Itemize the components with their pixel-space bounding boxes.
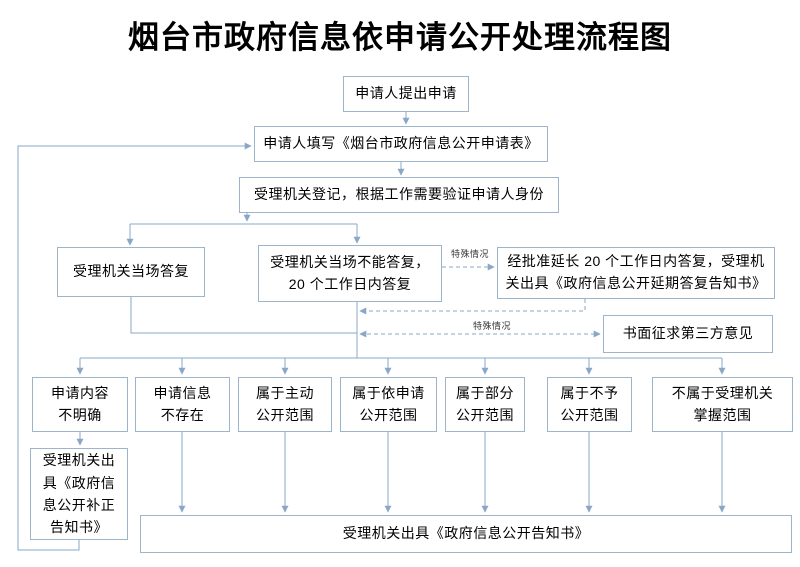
node-line: 申请内容	[51, 384, 109, 401]
node-line: 属于依申请	[352, 384, 425, 401]
node-fill-application-form: 申请人填写《烟台市政府信息公开申请表》	[254, 126, 548, 162]
node-line: 受理机关当场不能答复，	[270, 253, 430, 270]
node-line: 具《政府信	[42, 474, 116, 491]
node-category-proactive-disclosure: 属于主动 公开范围	[238, 377, 332, 432]
node-line: 公开范围	[256, 406, 314, 423]
node-line: 受理机关出	[42, 452, 116, 469]
node-submit-application: 申请人提出申请	[343, 76, 469, 112]
page-title: 烟台市政府信息依申请公开处理流程图	[128, 20, 672, 55]
edge-onsite-merge	[130, 297, 357, 334]
node-line: 公开范围	[456, 406, 514, 423]
node-line: 属于不予	[560, 384, 619, 401]
node-onsite-reply: 受理机关当场答复	[57, 247, 205, 297]
node-category-disclosure-on-request: 属于依申请 公开范围	[340, 377, 437, 432]
node-line: 申请信息	[153, 384, 212, 401]
node-extended-reply-notice: 经批准延长 20 个工作日内答复，受理机 关出具《政府信息公开延期答复告知书》	[497, 247, 775, 299]
node-line: 不明确	[58, 406, 102, 423]
node-line: 属于部分	[456, 384, 514, 401]
node-disclosure-notice: 受理机关出具《政府信息公开告知书》	[140, 515, 792, 553]
node-line: 公开范围	[560, 406, 619, 423]
node-reply-within-20-days: 受理机关当场不能答复， 20 个工作日内答复	[258, 245, 442, 302]
node-line: 经批准延长 20 个工作日内答复，受理机	[507, 253, 765, 270]
special-case-label-extend: 特殊情况	[444, 250, 496, 259]
node-category-partial-disclosure: 属于部分 公开范围	[445, 377, 525, 432]
node-category-not-held-by-agency: 不属于受理机关 掌握范围	[652, 377, 793, 432]
special-case-label-third-party: 特殊情况	[466, 322, 518, 331]
node-category-non-disclosure: 属于不予 公开范围	[547, 377, 632, 432]
node-line: 20 个工作日内答复	[288, 275, 412, 292]
node-category-info-not-exist: 申请信息 不存在	[135, 377, 230, 432]
node-line: 息公开补正	[42, 497, 116, 513]
node-correction-notice: 受理机关出 具《政府信 息公开补正 告知书》	[30, 448, 128, 540]
node-line: 属于主动	[256, 384, 314, 401]
node-register-verify-identity: 受理机关登记，根据工作需要验证申请人身份	[239, 177, 559, 213]
node-line: 掌握范围	[693, 406, 752, 423]
node-line: 公开范围	[359, 406, 418, 423]
node-line: 不存在	[160, 406, 205, 423]
node-line: 不属于受理机关	[671, 384, 774, 401]
node-seek-third-party-opinion: 书面征求第三方意见	[603, 315, 773, 353]
node-line: 关出具《政府信息公开延期答复告知书》	[505, 275, 767, 291]
node-category-unclear-content: 申请内容 不明确	[32, 377, 128, 432]
node-line: 告知书》	[50, 519, 108, 536]
